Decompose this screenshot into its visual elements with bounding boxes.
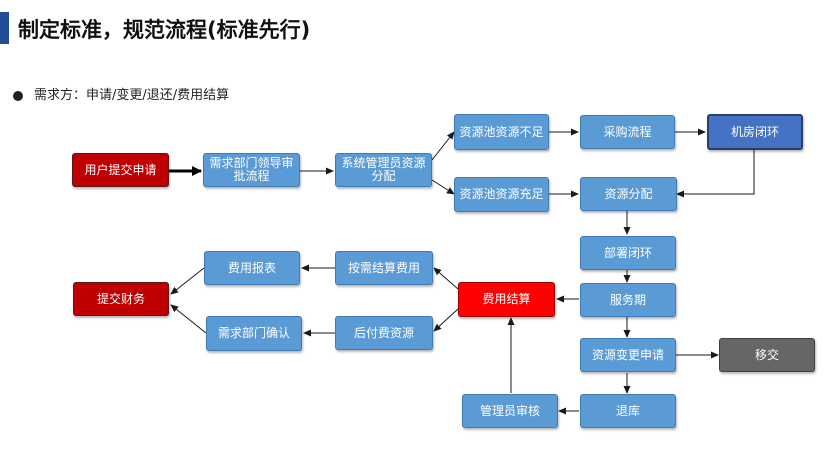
node-dept-leader-approval[interactable]: 需求部门领导审批流程 [203, 153, 300, 187]
node-pool-insufficient[interactable]: 资源池资源不足 [454, 114, 549, 150]
node-resource-change[interactable]: 资源变更申请 [580, 338, 676, 372]
bullet-icon [13, 91, 23, 101]
node-service-period[interactable]: 服务期 [580, 283, 676, 317]
title-accent-bar [0, 12, 9, 44]
node-return-resource[interactable]: 退库 [580, 394, 676, 428]
node-resource-allocation[interactable]: 资源分配 [580, 177, 677, 211]
node-user-request[interactable]: 用户提交申请 [72, 153, 169, 187]
node-dept-confirmation[interactable]: 需求部门确认 [206, 316, 302, 351]
arrow-fee-to-ondemand [433, 267, 459, 290]
node-deploy-closed-loop[interactable]: 部署闭环 [580, 236, 676, 270]
node-pool-sufficient[interactable]: 资源池资源充足 [454, 177, 549, 212]
node-fee-settlement[interactable]: 费用结算 [458, 282, 555, 317]
arrow-room-to-allocation [676, 150, 755, 198]
node-transfer[interactable]: 移交 [719, 338, 815, 372]
node-submit-finance[interactable]: 提交财务 [73, 282, 169, 316]
arrow-confirm-to-finance [170, 304, 207, 334]
node-room-closed-loop[interactable]: 机房闭环 [707, 114, 803, 150]
node-sysadmin-allocation[interactable]: 系统管理员资源分配 [335, 153, 432, 187]
arrow-report-to-finance [170, 267, 205, 295]
node-expense-report[interactable]: 费用报表 [204, 251, 300, 285]
node-admin-review[interactable]: 管理员审核 [462, 394, 558, 428]
node-on-demand-settlement[interactable]: 按需结算费用 [335, 251, 433, 285]
node-postpaid-resource[interactable]: 后付费资源 [335, 316, 433, 350]
node-procurement[interactable]: 采购流程 [580, 115, 675, 149]
requester-text: 需求方：申请/变更/退还/费用结算 [34, 88, 230, 103]
arrow-sysadmin-to-sufficient [431, 179, 455, 195]
arrow-sysadmin-to-insufficient [431, 131, 455, 161]
page-title: 制定标准，规范流程(标准先行) [18, 18, 311, 42]
arrow-fee-to-postpaid [433, 308, 459, 332]
